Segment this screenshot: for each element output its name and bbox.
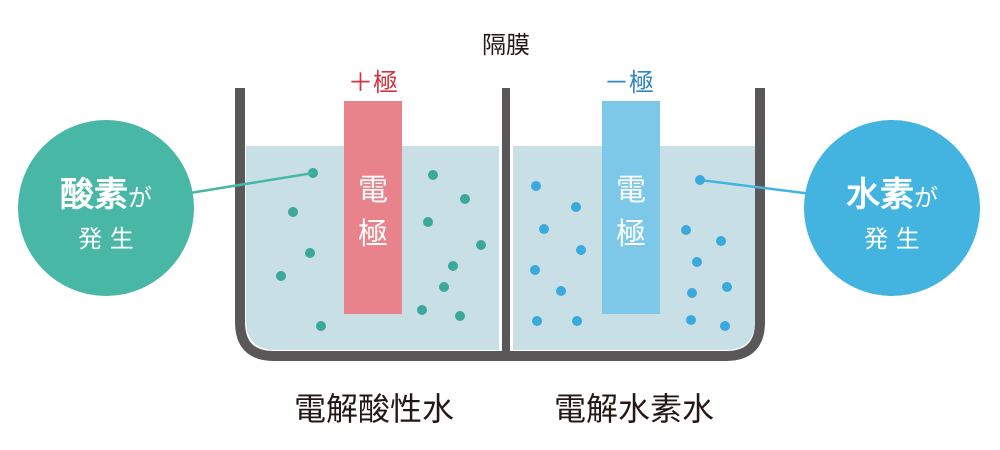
oxygen-bubble-line1: 酸素が bbox=[60, 175, 152, 215]
hydrogen-dot bbox=[720, 321, 730, 331]
hydrogen-bubble-line1: 水素が bbox=[846, 175, 938, 215]
hydrogen-dot bbox=[687, 288, 697, 298]
hydrogen-dot bbox=[532, 316, 542, 326]
oxygen-dots bbox=[276, 168, 486, 331]
hydrogen-connector-end bbox=[695, 175, 705, 185]
membrane-label: 隔膜 bbox=[482, 31, 530, 59]
cathode-label: －極 bbox=[604, 68, 654, 97]
electrode-left-char-1: 電 bbox=[358, 173, 388, 208]
hydrogen-dot bbox=[692, 257, 702, 267]
hydrogen-dot bbox=[572, 316, 582, 326]
oxygen-dot bbox=[460, 194, 470, 204]
oxygen-bubble bbox=[18, 120, 194, 296]
hydrogen-bubble-kana: が bbox=[914, 184, 938, 212]
acidic-water-label: 電解酸性水 bbox=[294, 390, 454, 428]
hydrogen-dot bbox=[539, 224, 549, 234]
hydrogen-dot bbox=[686, 315, 696, 325]
oxygen-dot bbox=[428, 170, 438, 180]
hydrogen-dot bbox=[556, 286, 566, 296]
anode-electrode bbox=[344, 101, 402, 314]
hydrogen-dot bbox=[716, 236, 726, 246]
oxygen-dot bbox=[439, 282, 449, 292]
oxygen-dot bbox=[417, 305, 427, 315]
oxygen-dot bbox=[276, 271, 286, 281]
hydrogen-bubble-main: 水素 bbox=[846, 175, 914, 215]
oxygen-dot bbox=[305, 248, 315, 258]
hydrogen-dot bbox=[571, 202, 581, 212]
hydrogen-bubble-line2: 発 生 bbox=[864, 225, 920, 253]
hydrogen-dot bbox=[576, 245, 586, 255]
oxygen-connector bbox=[189, 171, 314, 195]
anode-label: ＋極 bbox=[348, 68, 398, 97]
electrode-right-char-1: 電 bbox=[616, 173, 646, 208]
oxygen-dot bbox=[316, 321, 326, 331]
oxygen-dot bbox=[288, 207, 298, 217]
hydrogen-dot bbox=[681, 225, 691, 235]
hydrogen-dots bbox=[530, 181, 732, 331]
electrode-left-char-2: 極 bbox=[358, 217, 388, 252]
hydrogen-dot bbox=[531, 181, 541, 191]
oxygen-dot bbox=[448, 261, 458, 271]
oxygen-dot bbox=[455, 311, 465, 321]
oxygen-bubble-main: 酸素 bbox=[60, 175, 128, 215]
oxygen-dot bbox=[476, 240, 486, 250]
oxygen-bubble-line2: 発 生 bbox=[78, 225, 134, 253]
hydrogen-dot bbox=[722, 282, 732, 292]
hydrogen-dot bbox=[530, 265, 540, 275]
cathode-electrode bbox=[602, 101, 660, 314]
tank bbox=[235, 88, 765, 361]
hydrogen-water-label: 電解水素水 bbox=[554, 390, 714, 428]
hydrogen-connector bbox=[699, 178, 821, 197]
oxygen-dot bbox=[423, 217, 433, 227]
hydrogen-bubble bbox=[804, 120, 980, 296]
electrode-right-char-2: 極 bbox=[616, 217, 646, 252]
oxygen-bubble-kana: が bbox=[128, 184, 152, 212]
